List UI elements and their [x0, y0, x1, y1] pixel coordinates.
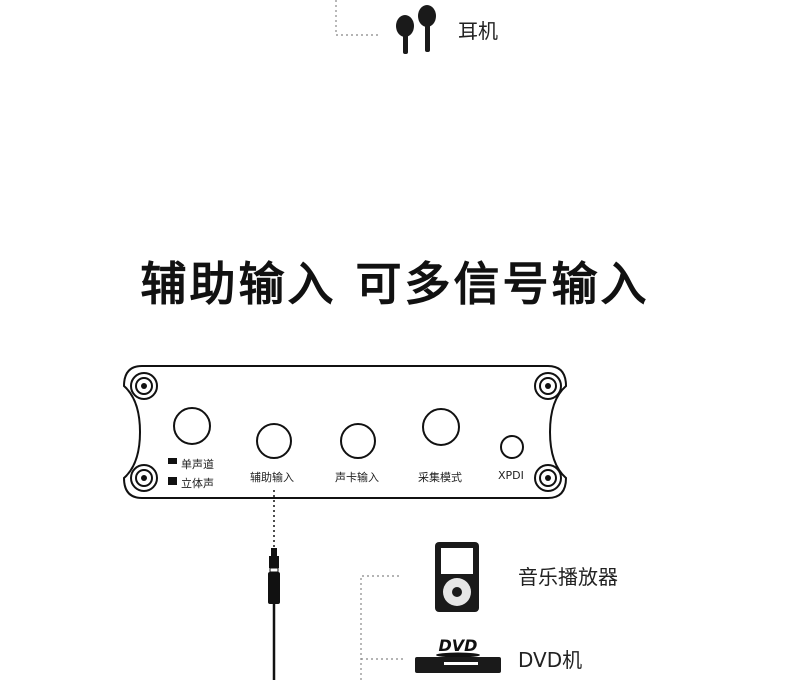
dvd-player-label: DVD机 [518, 648, 583, 672]
dvd-logo-text: DVD [439, 636, 478, 655]
earphones-icon [396, 5, 436, 54]
music-player-label: 音乐播放器 [518, 565, 618, 589]
earphone-label: 耳机 [458, 19, 498, 43]
screw-top-left-icon [130, 372, 158, 400]
page-title: 辅助输入 可多信号输入 [140, 257, 650, 311]
device-front-panel [122, 365, 568, 499]
screw-top-right-icon [534, 372, 562, 400]
dvd-player-icon: DVD [415, 636, 501, 673]
stereo-indicator-icon [168, 477, 177, 485]
aux-input-label: 辅助输入 [250, 471, 294, 484]
mode-switch-button [173, 407, 211, 445]
earphone-connector [335, 0, 378, 36]
aux-input-port [256, 423, 292, 459]
xpdi-port [500, 435, 524, 459]
soundcard-input-label: 声卡输入 [335, 471, 379, 484]
mono-label: 单声道 [181, 458, 214, 471]
aux-cable [268, 490, 404, 680]
stereo-label: 立体声 [181, 477, 214, 490]
screw-bottom-right-icon [534, 464, 562, 492]
music-player-icon [435, 542, 479, 612]
screw-bottom-left-icon [130, 464, 158, 492]
capture-mode-button [422, 408, 460, 446]
xpdi-label: XPDI [498, 469, 524, 482]
soundcard-input-port [340, 423, 376, 459]
mono-indicator-icon [168, 458, 177, 464]
capture-mode-label: 采集模式 [418, 471, 462, 484]
